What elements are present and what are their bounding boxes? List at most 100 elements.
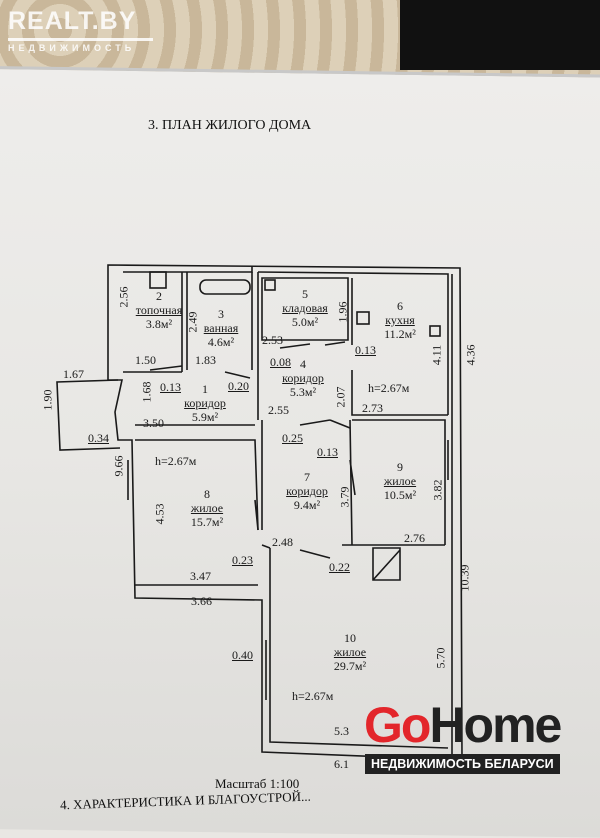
room-number: 7 — [304, 470, 310, 484]
realt-brand: REALT.BY — [8, 7, 137, 35]
room-area: 9.4м² — [293, 497, 321, 512]
plan-title: 3. ПЛАН ЖИЛОГО ДОМА — [148, 118, 312, 133]
room-type: коридор — [184, 395, 226, 410]
gohome-watermark: GoHome — [364, 697, 562, 753]
dimension-label: 2.49 — [185, 311, 200, 333]
dimension-label: 6.1 — [334, 757, 349, 771]
dimension-label: 5.3 — [334, 724, 349, 738]
dimension-label: 2.55 — [268, 403, 289, 417]
room-number: 8 — [203, 487, 210, 501]
room-type: жилое — [383, 473, 417, 488]
dimension-label: 2.07 — [333, 386, 348, 408]
room-area: 3.8м² — [145, 316, 173, 331]
room-type: жилое — [190, 500, 224, 515]
dimension-label: 1.68 — [139, 381, 154, 403]
room-area: 29.7м² — [333, 658, 367, 673]
room-number: 4 — [300, 357, 306, 371]
room-number: 2 — [156, 289, 162, 303]
room-number: 9 — [396, 460, 403, 474]
dimension-label: 0.13 — [160, 380, 181, 394]
room-area: 5.3м² — [289, 384, 317, 399]
room-number: 3 — [218, 307, 224, 321]
room-type: кладовая — [282, 300, 328, 315]
dimension-label: 1.50 — [135, 353, 156, 367]
bathtub — [199, 279, 251, 295]
dimension-label: 2.73 — [362, 401, 383, 415]
dimension-label: 4.11 — [429, 344, 444, 366]
room-type: коридор — [286, 483, 328, 498]
room-number: 6 — [397, 299, 403, 313]
dimension-label: 2.53 — [262, 333, 283, 347]
kitchen-stove — [356, 311, 370, 325]
room-type: кухня — [385, 312, 415, 327]
dimension-label: 5.70 — [433, 647, 448, 669]
room-number: 5 — [301, 287, 308, 301]
ceiling-height-label: h=2.67м — [155, 454, 197, 468]
room-number: 10 — [343, 631, 356, 645]
dimension-label: 0.22 — [329, 560, 350, 574]
stove — [149, 271, 167, 289]
scale-label: Масштаб 1:100 — [215, 776, 300, 791]
gohome-go: Go — [364, 697, 431, 753]
ceiling-height-label: h=2.67м — [368, 381, 410, 395]
dimension-label: 2.56 — [116, 286, 131, 308]
stair-box — [372, 547, 401, 581]
realt-divider — [8, 38, 153, 41]
room-type: ванная — [203, 320, 239, 335]
door-swing — [149, 341, 356, 559]
room-type: жилое — [333, 644, 367, 659]
dimension-label: 4.36 — [463, 344, 478, 366]
dimension-label: 2.48 — [272, 535, 293, 549]
dimension-label: 0.23 — [232, 553, 253, 567]
room-type: топочная — [135, 302, 183, 317]
sink — [429, 325, 441, 337]
room-area: 5.0м² — [291, 314, 319, 329]
dimension-label: 0.20 — [228, 379, 249, 393]
dimension-label: 1.83 — [195, 353, 216, 367]
room-area: 5.9м² — [191, 409, 219, 424]
gohome-tagline: НЕДВИЖИМОСТЬ БЕЛАРУСИ — [365, 754, 560, 774]
dimension-label: 0.08 — [270, 355, 291, 369]
room-area: 11.2м² — [384, 326, 416, 341]
dimension-label: 4.53 — [152, 503, 167, 525]
dimension-label: 9.66 — [111, 455, 126, 477]
dimension-label: 0.40 — [232, 648, 253, 662]
dimension-label: 2.76 — [404, 531, 425, 545]
realt-watermark: REALT.BY НЕДВИЖИМОСТЬ — [8, 7, 153, 53]
porch-outline — [56, 379, 121, 451]
room-area: 10.5м² — [383, 487, 417, 502]
dimension-label: 1.67 — [63, 367, 84, 381]
room-area: 4.6м² — [207, 334, 235, 349]
dimension-label: 3.50 — [143, 416, 164, 430]
dimension-label: 0.13 — [317, 445, 338, 459]
room-type: коридор — [282, 370, 324, 385]
floor-plan — [56, 264, 463, 761]
dimension-label: 10.39 — [457, 564, 472, 592]
dark-background — [400, 0, 600, 70]
room-area: 15.7м² — [190, 514, 224, 529]
ceiling-height-label: h=2.67м — [292, 689, 334, 703]
vent-box — [264, 279, 276, 291]
dimension-label: 3.47 — [190, 569, 211, 583]
dimension-label: 1.96 — [335, 301, 350, 323]
dimension-label: 3.66 — [191, 594, 212, 608]
outer-wall — [107, 264, 463, 761]
dimension-label: 0.25 — [282, 431, 303, 445]
room-number: 1 — [202, 382, 208, 396]
dimension-label: 3.79 — [337, 486, 352, 508]
partition — [135, 419, 446, 586]
dimension-label: 0.13 — [355, 343, 376, 357]
dimension-label: 1.90 — [40, 389, 55, 411]
gohome-home: Home — [429, 697, 562, 753]
partition — [261, 277, 448, 416]
